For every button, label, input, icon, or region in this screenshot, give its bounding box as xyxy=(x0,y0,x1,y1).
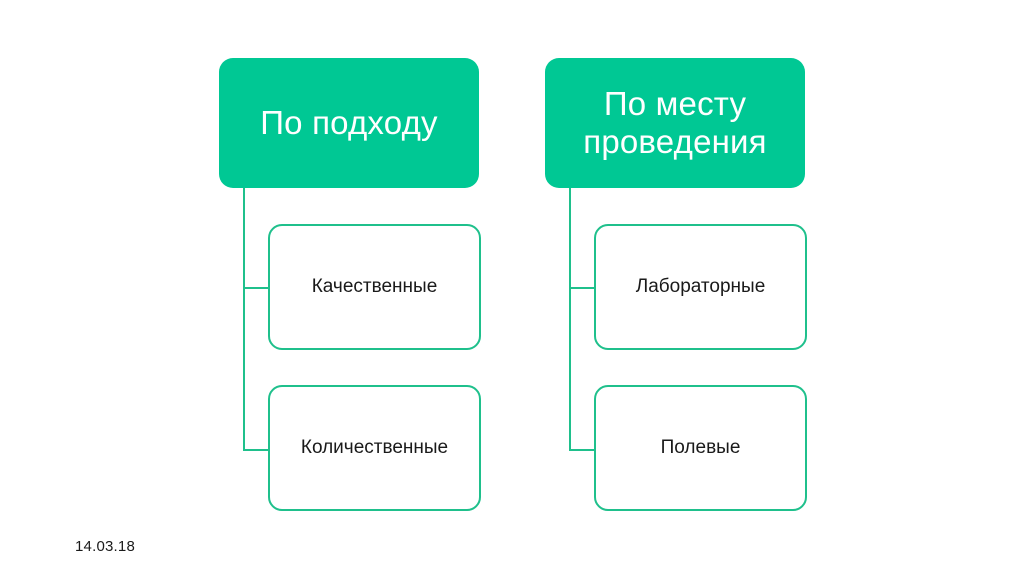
connector-stub-child-2 xyxy=(243,449,270,451)
child-node-label: Лабораторные xyxy=(635,275,766,297)
child-node-laboratornye[interactable]: Лабораторные xyxy=(594,224,807,350)
child-node-label: Полевые xyxy=(660,436,741,458)
child-node-kachestvennye[interactable]: Качественные xyxy=(268,224,481,350)
root-node-by-approach[interactable]: По подходу xyxy=(219,58,479,188)
tree-group-by-location: По месту проведения Лабораторные Полевые xyxy=(545,58,807,518)
connector-trunk xyxy=(243,188,245,451)
connector-stub-child-1 xyxy=(243,287,270,289)
connector-trunk xyxy=(569,188,571,451)
root-node-label: По подходу xyxy=(260,104,438,142)
child-node-label: Количественные xyxy=(300,436,449,458)
root-node-label: По месту проведения xyxy=(583,85,767,160)
connector-stub-child-1 xyxy=(569,287,596,289)
slide-date: 14.03.18 xyxy=(75,538,135,555)
child-node-label: Качественные xyxy=(311,275,438,297)
child-node-kolichestvennye[interactable]: Количественные xyxy=(268,385,481,511)
child-node-polevye[interactable]: Полевые xyxy=(594,385,807,511)
connector-stub-child-2 xyxy=(569,449,596,451)
tree-group-by-approach: По подходу Качественные Количественные xyxy=(219,58,481,518)
root-node-by-location[interactable]: По месту проведения xyxy=(545,58,805,188)
